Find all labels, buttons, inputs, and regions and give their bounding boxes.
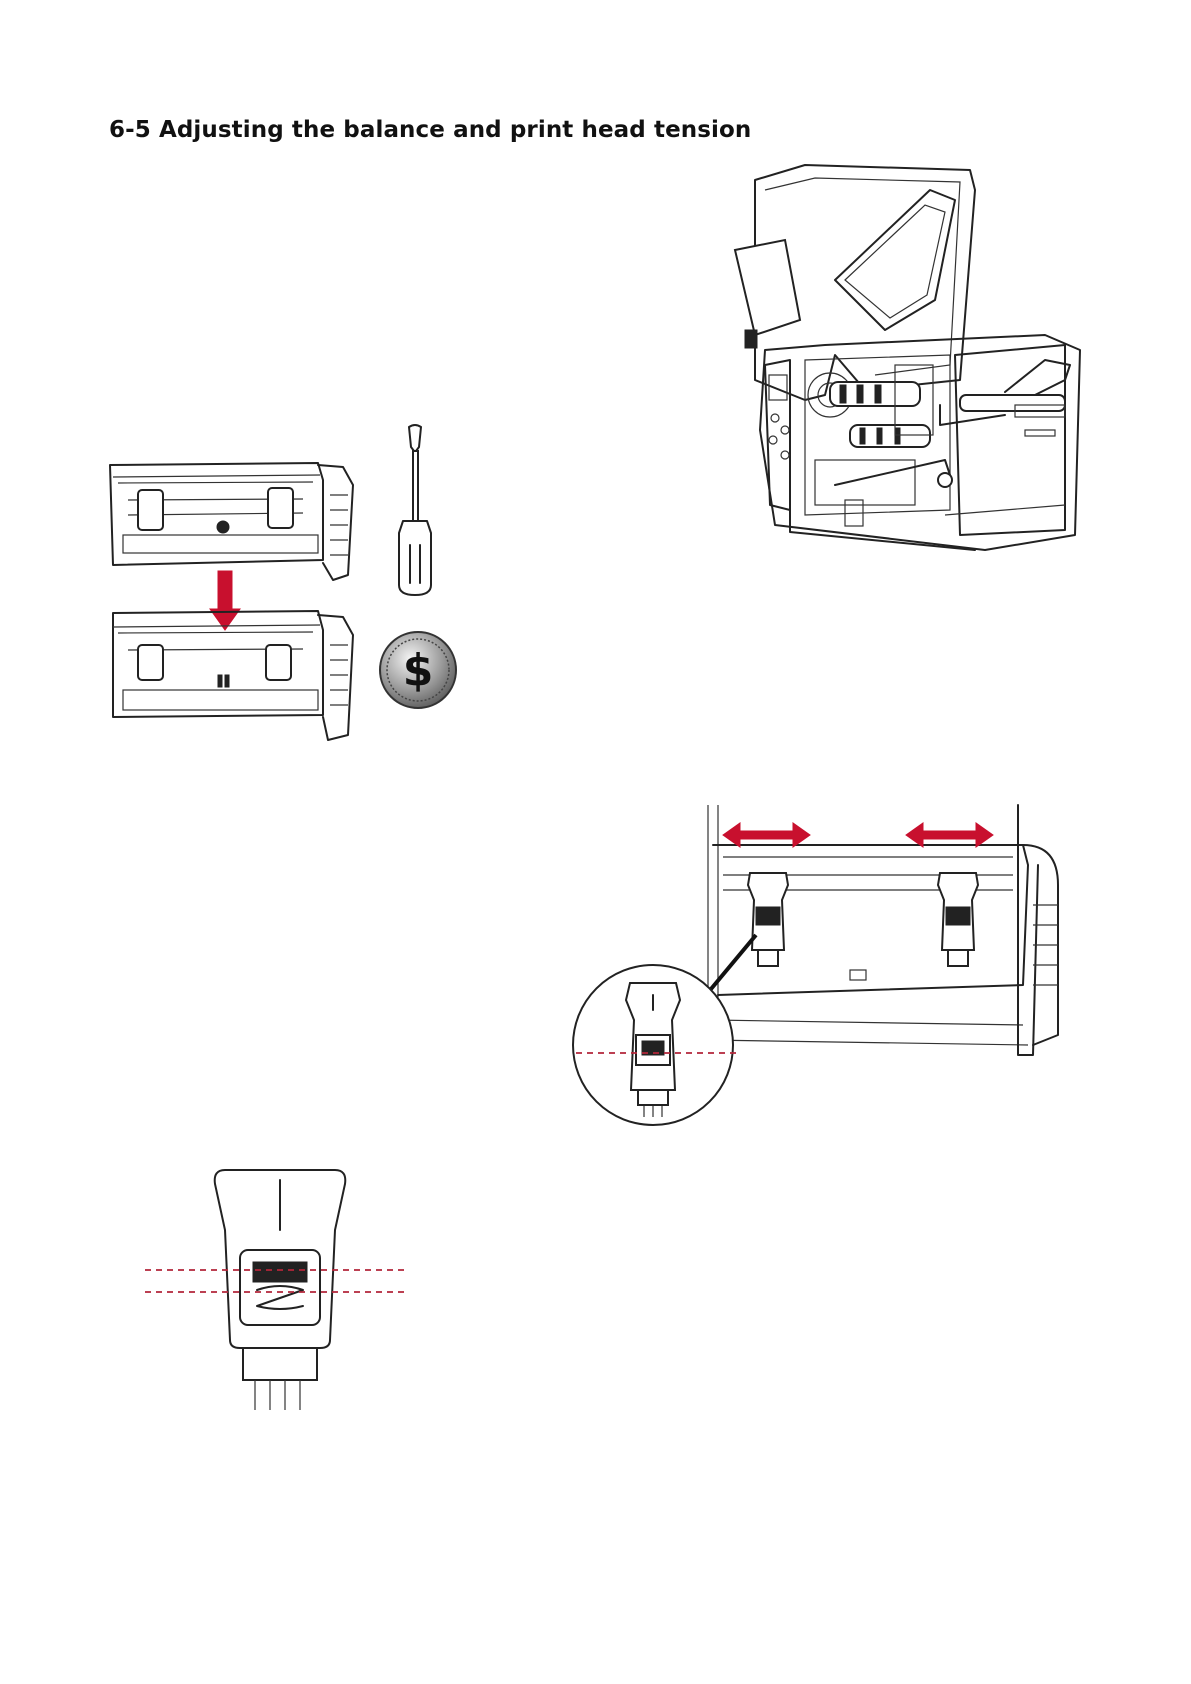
tension-knob-icon [135,1170,415,1410]
page-title: 6-5 Adjusting the balance and print head… [109,117,751,143]
printer-open-icon [745,160,1095,570]
screwdriver-icon [385,425,445,600]
coin-glyph: $ [403,645,434,696]
tension-adjusters-icon [568,805,1068,1125]
print-head-assembly-icon [108,455,368,745]
coin-icon: $ [378,630,458,710]
